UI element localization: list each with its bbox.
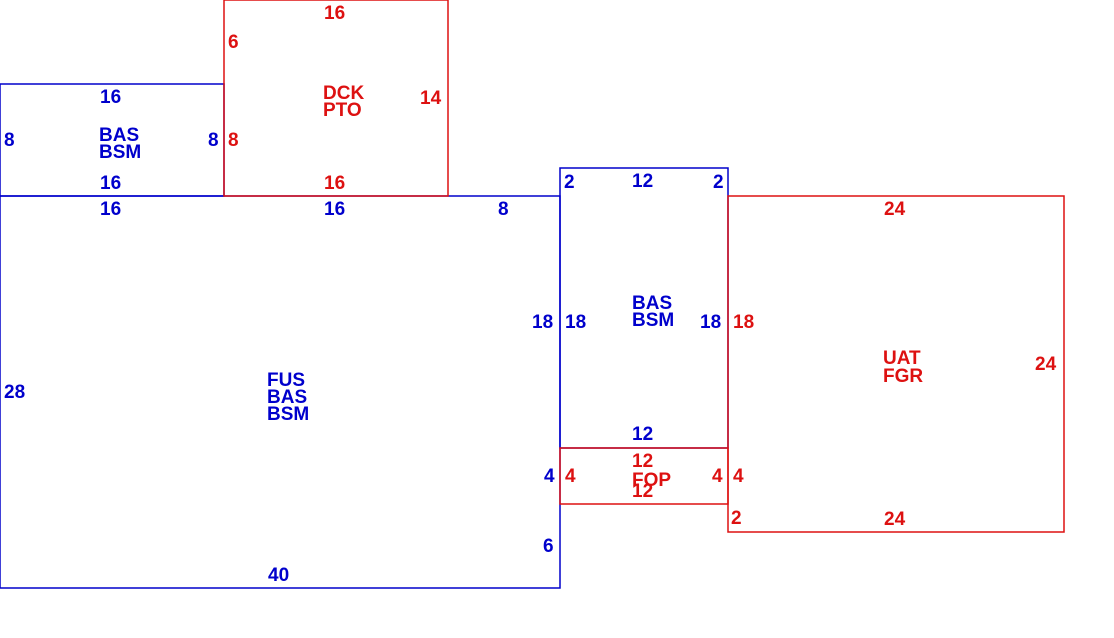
dim-porch-left: 4 [565,466,576,487]
dim-upper-left-top: 16 [100,87,121,108]
area-middle: BAS BSM 2 12 2 18 18 12 [559,167,729,449]
area-middle-code-1: BAS [632,293,672,314]
dim-porch-top: 12 [632,451,653,472]
area-garage: UAT FGR 24 18 24 4 2 24 [727,195,1065,533]
area-upper-left-code-2: BSM [99,142,141,163]
area-upper-left-code-1: BAS [99,125,139,146]
dim-deck-top: 16 [324,3,345,24]
area-middle-code-2: BSM [632,310,674,331]
dim-upper-left-left: 8 [4,130,15,151]
dim-deck-left: 6 [228,32,239,53]
dim-upper-left-right: 8 [208,130,219,151]
area-main-code-3: BSM [267,404,309,425]
dim-garage-right: 24 [1035,354,1057,375]
area-main-code-1: FUS [267,370,305,391]
dim-deck-bottom: 16 [324,173,345,194]
dim-main-right-lower: 6 [543,536,554,557]
dim-main-left: 28 [4,382,25,403]
dim-main-bottom: 40 [268,565,289,586]
dim-main-top-mid: 16 [324,199,345,220]
dim-deck-left-lower: 8 [228,130,239,151]
dim-main-right-porch: 4 [544,466,555,487]
dim-deck-right: 14 [420,88,442,109]
area-deck-outline [223,0,449,197]
dim-upper-left-bottom: 16 [100,173,121,194]
area-deck-code-1: DCK [323,83,364,104]
area-upper-left: BAS BSM 16 16 8 8 [0,83,225,197]
dim-garage-left-porch: 4 [733,466,744,487]
dim-main-right-upper: 18 [532,312,553,333]
area-garage-code-2: FGR [883,366,923,387]
dim-main-top-right: 8 [498,199,509,220]
area-porch: 12 FOP 4 4 12 [559,447,729,505]
dim-middle-left: 18 [565,312,586,333]
dim-garage-left: 18 [733,312,754,333]
dim-porch-right: 4 [712,466,723,487]
dim-middle-bottom: 12 [632,424,653,445]
dim-garage-left-lower: 2 [731,508,742,529]
area-deck-code-2: PTO [323,100,362,121]
dim-middle-right: 18 [700,312,721,333]
area-main-code-2: BAS [267,387,307,408]
area-deck: DCK PTO 16 6 14 8 16 [223,0,449,197]
dim-middle-top-left: 2 [564,172,575,193]
area-main: FUS BAS BSM 16 16 8 28 40 6 18 4 [0,195,561,589]
dim-middle-top-right: 2 [713,172,724,193]
dim-middle-top: 12 [632,171,653,192]
dim-garage-top: 24 [884,199,906,220]
area-garage-code-1: UAT [883,348,921,369]
dim-porch-bottom: 12 [632,481,653,502]
area-porch-code-1: FOP [632,470,671,491]
dim-main-top-left: 16 [100,199,121,220]
dim-garage-bottom: 24 [884,509,906,530]
area-garage-outline [727,195,1065,533]
